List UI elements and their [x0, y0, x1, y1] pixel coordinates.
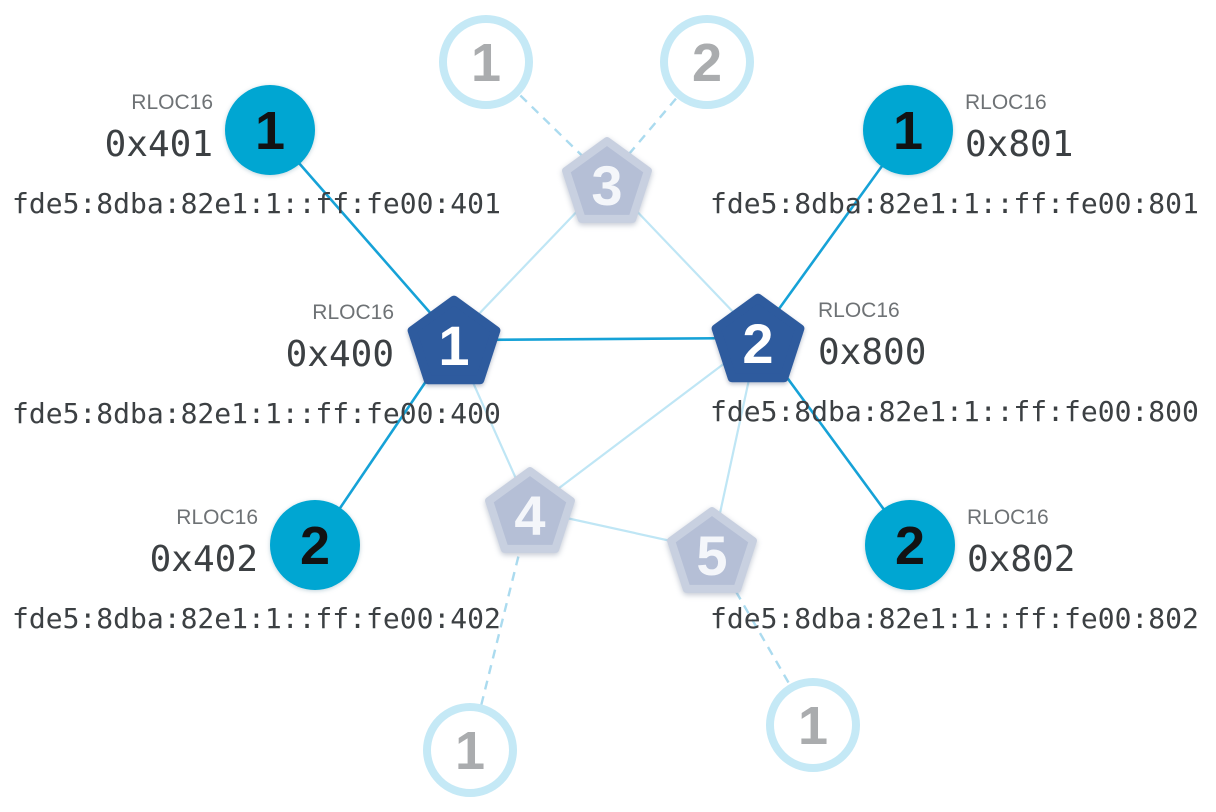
- node-numeral: 1: [893, 101, 923, 161]
- ipv6-address: fde5:8dba:82e1:1::ff:fe00:800: [710, 395, 1199, 428]
- link-faded-child-top-1-router-3: [485, 61, 608, 181]
- node-numeral: 1: [255, 101, 285, 161]
- child-circle-icon: [439, 15, 533, 109]
- router-3[interactable]: 3: [562, 137, 652, 223]
- router-pentagon-icon: [667, 507, 757, 593]
- link-router-1-router-2: [453, 336, 759, 342]
- node-numeral: 1: [471, 33, 501, 93]
- faded-child-top-1[interactable]: 1: [439, 15, 533, 109]
- ipv6-address: fde5:8dba:82e1:1::ff:fe00:400: [12, 397, 501, 430]
- child-circle-icon: [766, 678, 860, 772]
- child-circle-icon: [423, 703, 517, 797]
- router-2[interactable]: 2: [711, 293, 805, 383]
- rloc16-value: 0x402: [150, 539, 258, 580]
- rloc16-value: 0x400: [286, 334, 394, 375]
- router-5[interactable]: 5: [667, 507, 757, 593]
- ipv6-address: fde5:8dba:82e1:1::ff:fe00:401: [12, 187, 501, 220]
- ipv6-address: fde5:8dba:82e1:1::ff:fe00:802: [710, 602, 1199, 635]
- node-numeral: 2: [692, 33, 722, 93]
- child-0x801[interactable]: 1: [863, 85, 953, 175]
- link-router-1-child-0x401: [269, 129, 455, 341]
- rloc16-label: RLOC16: [967, 506, 1049, 529]
- rloc16-label: RLOC16: [131, 91, 213, 114]
- rloc16-label: RLOC16: [965, 91, 1047, 114]
- child-circle-icon: [863, 85, 953, 175]
- child-circle-icon: [865, 500, 955, 590]
- node-numeral: 5: [696, 524, 727, 587]
- nodes-layer: 1 2 3 4 5 1 1 2 2 1 2 1 1: [225, 15, 955, 797]
- child-0x401[interactable]: 1: [225, 85, 315, 175]
- link-router-4-router-2: [529, 337, 759, 511]
- node-numeral: 2: [742, 312, 773, 375]
- child-circle-icon: [660, 15, 754, 109]
- node-numeral: 1: [455, 721, 485, 781]
- node-numeral: 2: [895, 516, 925, 576]
- rloc16-label: RLOC16: [312, 301, 394, 324]
- rloc16-value: 0x800: [818, 332, 926, 373]
- child-0x802[interactable]: 2: [865, 500, 955, 590]
- rloc16-value: 0x801: [965, 124, 1073, 165]
- router-pentagon-icon: [562, 137, 652, 223]
- ipv6-address: fde5:8dba:82e1:1::ff:fe00:801: [710, 187, 1199, 220]
- child-circle-icon: [270, 500, 360, 590]
- child-circle-icon: [225, 85, 315, 175]
- child-0x402[interactable]: 2: [270, 500, 360, 590]
- rloc16-value: 0x802: [967, 539, 1075, 580]
- node-numeral: 1: [438, 314, 469, 377]
- faded-child-top-2[interactable]: 2: [660, 15, 754, 109]
- router-pentagon-icon: [485, 467, 575, 553]
- faded-child-bottom-1[interactable]: 1: [423, 703, 517, 797]
- router-1[interactable]: 1: [407, 295, 501, 385]
- router-pentagon-icon: [711, 293, 805, 383]
- faded-child-bottom-2[interactable]: 1: [766, 678, 860, 772]
- router-pentagon-icon: [407, 295, 501, 385]
- rloc16-value: 0x401: [105, 124, 213, 165]
- rloc16-label: RLOC16: [818, 299, 900, 322]
- ipv6-address: fde5:8dba:82e1:1::ff:fe00:402: [12, 602, 501, 635]
- node-numeral: 1: [798, 696, 828, 756]
- node-numeral: 4: [514, 484, 545, 547]
- router-4[interactable]: 4: [485, 467, 575, 553]
- node-numeral: 2: [300, 516, 330, 576]
- node-numeral: 3: [591, 154, 622, 217]
- rloc16-label: RLOC16: [176, 506, 258, 529]
